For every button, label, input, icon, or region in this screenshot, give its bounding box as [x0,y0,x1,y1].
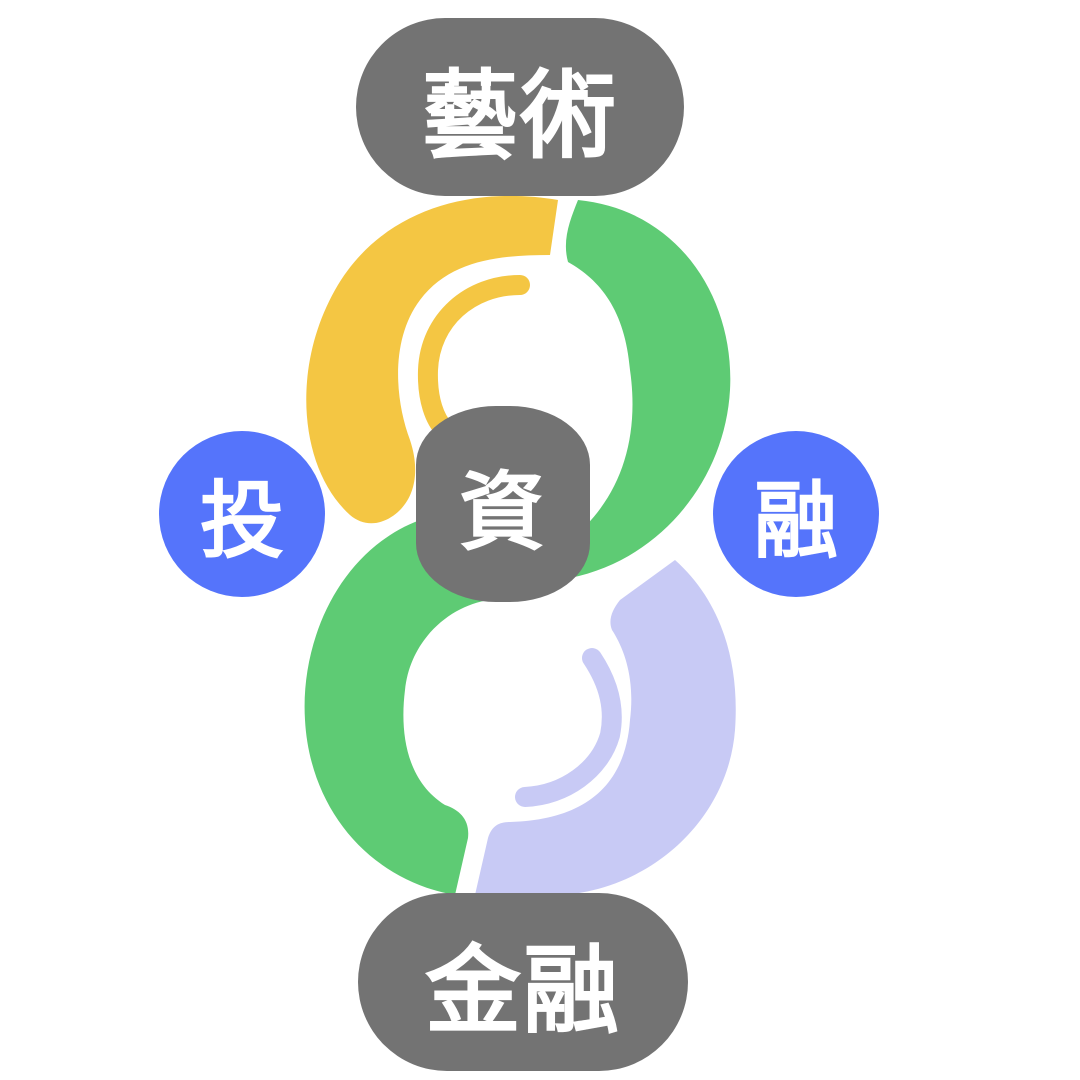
label-circle-fusion: 融 [713,431,879,597]
lower-inner-accent-arc [515,648,622,807]
label-fusion-text: 融 [753,471,838,570]
upper-ring-green-segment [565,200,731,578]
upper-inner-accent-arc [417,275,530,440]
lower-ring-green-segment [304,520,490,895]
label-pill-finance: 金融 [358,893,688,1071]
label-invest-text: 投 [199,471,284,570]
label-finance-text: 金融 [425,934,621,1047]
label-art-text: 藝術 [422,59,618,172]
label-pill-art: 藝術 [356,18,684,196]
upper-ring-yellow-segment [306,195,558,524]
label-pill-capital: 資 [416,406,590,602]
label-circle-invest: 投 [159,431,325,597]
label-capital-text: 資 [459,462,547,563]
lower-ring-lavender-segment [475,560,736,895]
